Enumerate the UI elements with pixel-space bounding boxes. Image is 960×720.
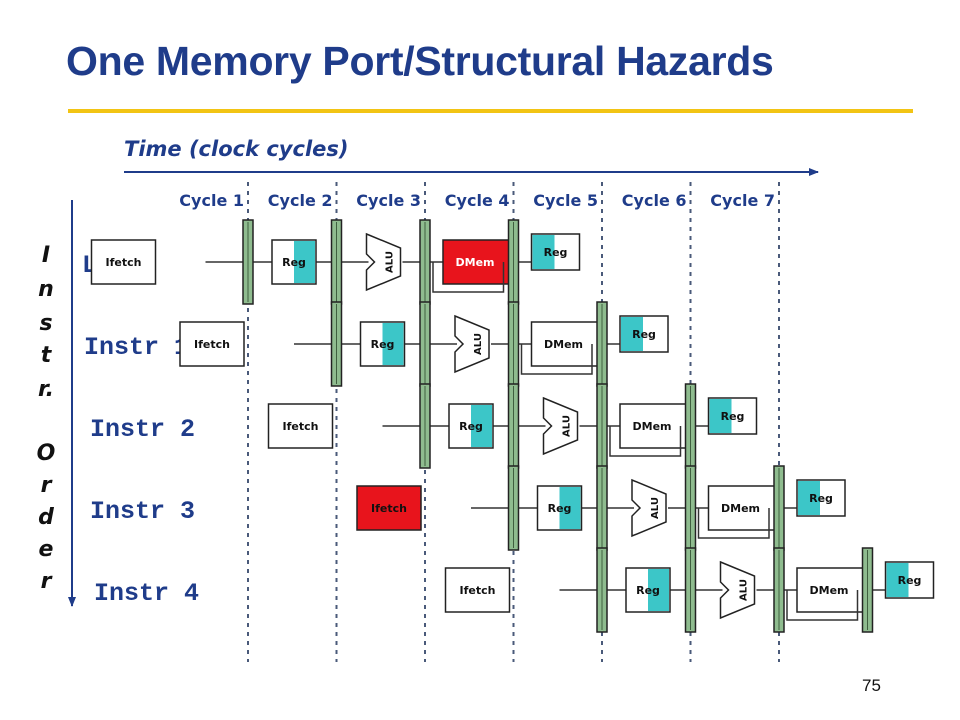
- register-read-shade: [294, 241, 315, 283]
- register-read-shade: [382, 323, 404, 365]
- cycle-label: Cycle 1: [179, 191, 244, 210]
- dmem-label: DMem: [721, 502, 760, 515]
- order-label-letter: t: [41, 343, 53, 368]
- order-label-letter: s: [39, 311, 52, 336]
- alu-label: ALU: [650, 497, 661, 519]
- ifetch-label: Ifetch: [283, 420, 319, 433]
- dmem-label: DMem: [633, 420, 672, 433]
- dmem-label: DMem: [456, 256, 495, 269]
- order-label-letter: r: [41, 473, 53, 498]
- order-label-letter: n: [38, 277, 54, 302]
- pipeline-row: Ifetch Reg ALU DMem Reg: [90, 219, 581, 305]
- cycle-labels: Cycle 1 Cycle 2 Cycle 3 Cycle 4 Cycle 5 Cycle…: [179, 191, 775, 210]
- register-write-shade: [798, 481, 820, 515]
- alu-shape: [631, 478, 667, 538]
- ifetch-box: [356, 485, 422, 531]
- alu-shape: [542, 396, 579, 456]
- cycle-label: Cycle 3: [356, 191, 421, 210]
- dmem-box: [796, 567, 864, 613]
- register-write-shade: [886, 563, 909, 597]
- ifetch-box: [90, 239, 157, 285]
- alu-shape: [365, 232, 402, 292]
- register-write-shade: [709, 399, 732, 433]
- ifetch-label: Ifetch: [371, 502, 407, 515]
- cycle-label: Cycle 2: [268, 191, 333, 210]
- alu-label: ALU: [473, 333, 484, 355]
- dmem-label: DMem: [810, 584, 849, 597]
- ifetch-box: [179, 321, 245, 367]
- cycle-label: Cycle 5: [533, 191, 598, 210]
- ifetch-label: Ifetch: [194, 338, 230, 351]
- alu-shape: [454, 314, 490, 374]
- order-label-letter: O: [37, 441, 56, 466]
- instruction-label: Instr 3: [90, 497, 195, 526]
- order-label-letter: d: [38, 505, 54, 530]
- instruction-label: Instr 2: [90, 415, 195, 444]
- register-write-label: Reg: [544, 246, 568, 259]
- instruction-label: Instr 1: [84, 333, 189, 362]
- order-label-letter: r: [41, 569, 53, 594]
- alu-shape: [719, 560, 756, 620]
- ifetch-label: Ifetch: [106, 256, 142, 269]
- cycle-label: Cycle 6: [622, 191, 687, 210]
- instruction-label: Instr 4: [94, 579, 199, 608]
- cycle-label: Cycle 4: [445, 191, 510, 210]
- time-axis-label: Time (clock cycles): [124, 137, 348, 161]
- cycle-label: Cycle 7: [710, 191, 775, 210]
- register-read-label: Reg: [548, 502, 572, 515]
- slide-number: 75: [862, 676, 881, 695]
- register-read-label: Reg: [459, 420, 483, 433]
- dmem-label: DMem: [544, 338, 583, 351]
- pipeline-row: Ifetch Reg ALU DMem Reg: [356, 465, 846, 551]
- register-read-label: Reg: [282, 256, 306, 269]
- writeback-mux-path: [432, 262, 505, 293]
- register-write-shade: [621, 317, 643, 351]
- register-read-label: Reg: [371, 338, 395, 351]
- register-write-label: Reg: [898, 574, 922, 587]
- order-label-letter: e: [39, 537, 54, 562]
- register-write-label: Reg: [632, 328, 656, 341]
- ifetch-box: [267, 403, 334, 449]
- register-write-shade: [532, 235, 555, 269]
- pipeline-row: Ifetch Reg ALU DMem Reg: [267, 383, 758, 469]
- pipeline-row: Ifetch Reg ALU DMem Reg: [444, 547, 935, 633]
- ifetch-label: Ifetch: [460, 584, 496, 597]
- order-label-letter: I: [42, 243, 50, 268]
- register-read-label: Reg: [636, 584, 660, 597]
- ifetch-box: [444, 567, 511, 613]
- register-read-shade: [648, 569, 669, 611]
- register-read-shade: [471, 405, 492, 447]
- alu-label: ALU: [385, 251, 396, 273]
- writeback-mux-path: [697, 508, 770, 539]
- alu-label: ALU: [562, 415, 573, 437]
- writeback-mux-path: [609, 426, 682, 457]
- dmem-box: [707, 485, 776, 531]
- register-write-label: Reg: [721, 410, 745, 423]
- register-write-label: Reg: [809, 492, 833, 505]
- dmem-box: [619, 403, 687, 449]
- writeback-mux-path: [786, 590, 859, 621]
- slide-title: One Memory Port/Structural Hazards: [66, 38, 774, 84]
- alu-label: ALU: [739, 579, 750, 601]
- order-label-letter: r.: [38, 377, 54, 402]
- register-read-shade: [559, 487, 581, 529]
- title-underline: [68, 109, 913, 113]
- pipeline-row: Ifetch Reg ALU DMem Reg: [179, 301, 669, 387]
- writeback-mux-path: [520, 344, 593, 375]
